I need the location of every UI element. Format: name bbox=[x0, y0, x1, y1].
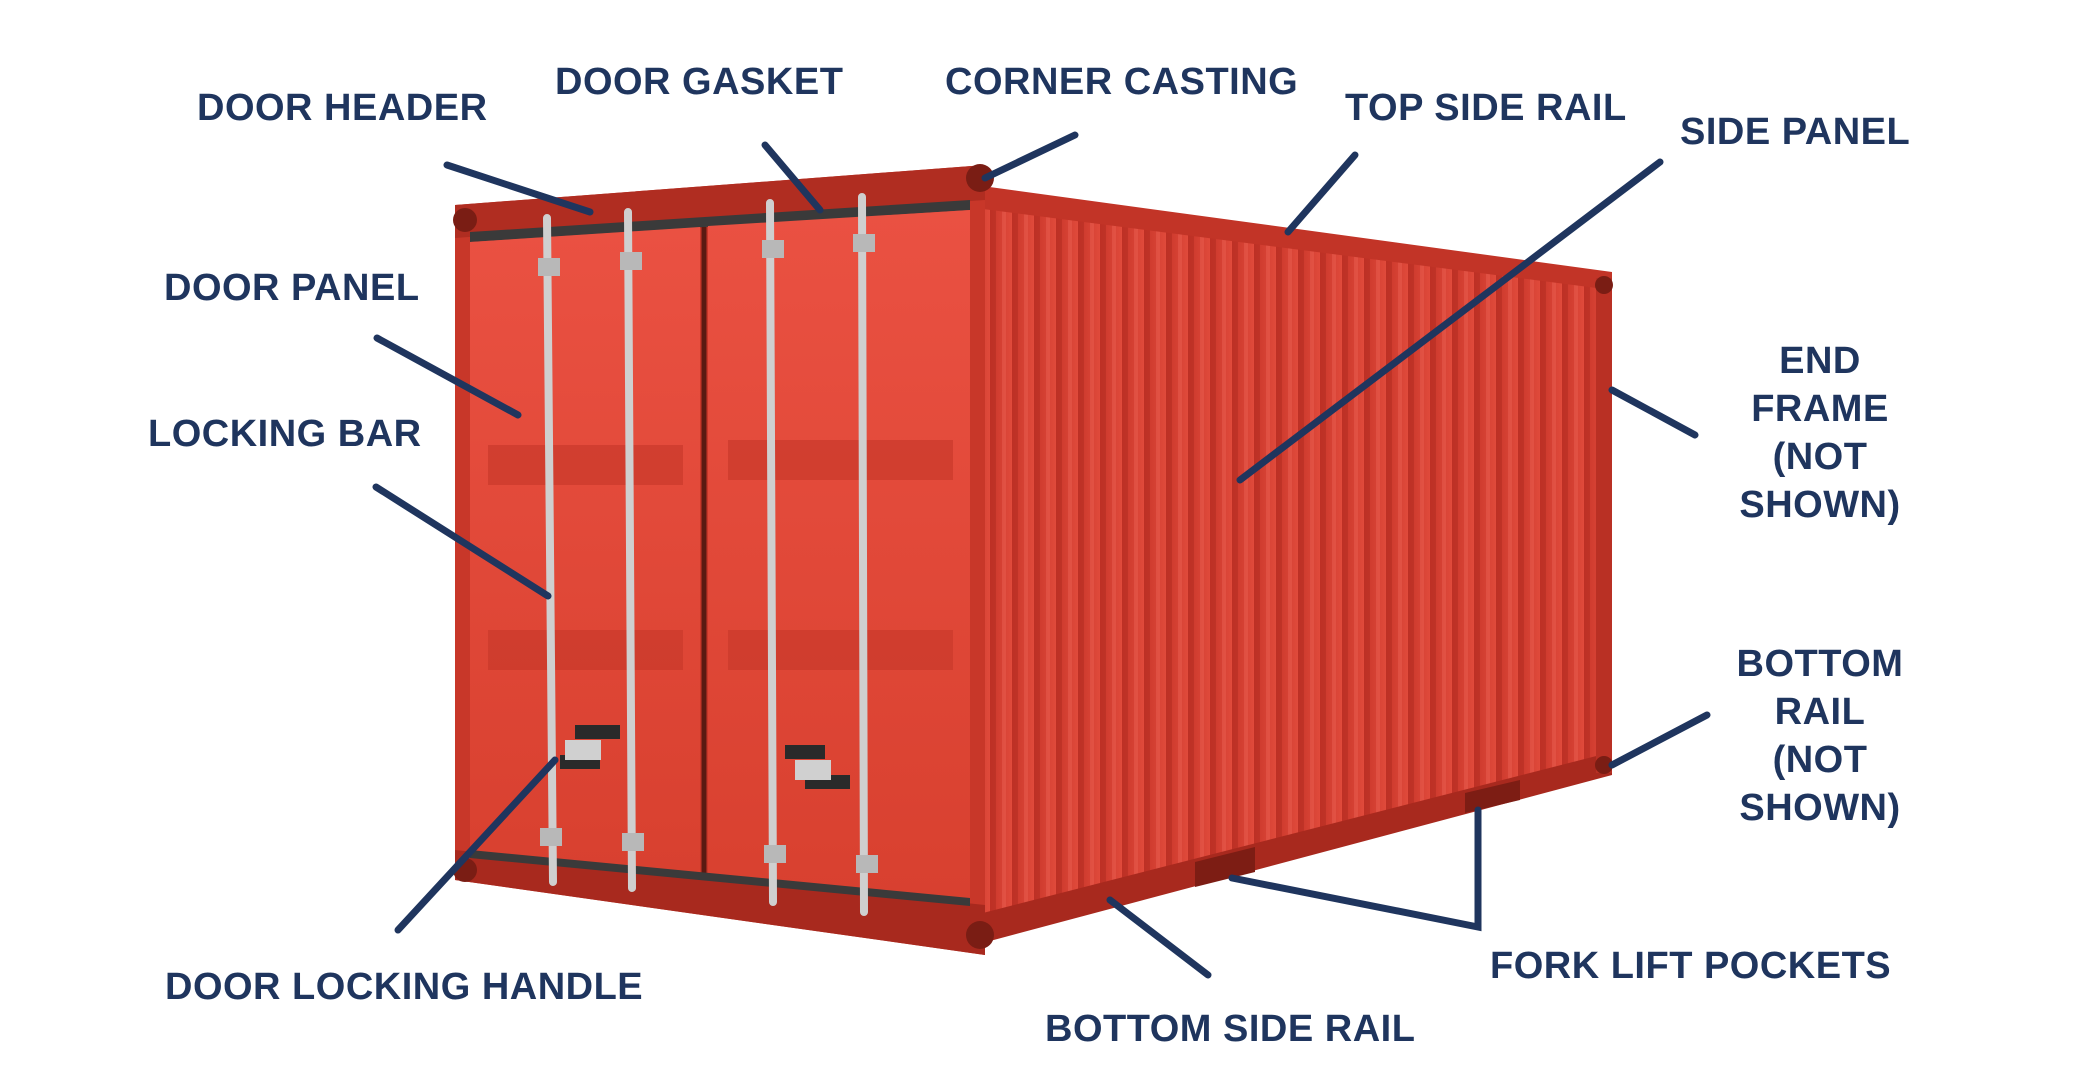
corner-casting-bottom-right bbox=[966, 921, 994, 949]
label-locking-bar: LOCKING BAR bbox=[148, 410, 422, 458]
right-door-emboss-lower bbox=[728, 630, 953, 670]
handle-bracket-left bbox=[565, 740, 601, 760]
label-bottom-rail-line-1: BOTTOM bbox=[1720, 640, 1920, 688]
right-door-emboss-upper bbox=[728, 440, 953, 480]
label-corner-casting: CORNER CASTING bbox=[945, 58, 1298, 106]
locking-bar-3 bbox=[770, 203, 773, 902]
label-fork-lift-pockets: FORK LIFT POCKETS bbox=[1490, 942, 1891, 990]
label-bottom-rail-line-3: (NOT bbox=[1720, 736, 1920, 784]
label-side-panel: SIDE PANEL bbox=[1680, 108, 1910, 156]
leader-bottom-side-rail bbox=[1110, 900, 1208, 975]
left-door-emboss-upper bbox=[488, 445, 683, 485]
locking-bar-4 bbox=[862, 197, 864, 912]
leader-corner-casting bbox=[985, 135, 1075, 178]
end-frame-post-shape bbox=[1596, 278, 1612, 773]
label-end-frame-line-2: FRAME bbox=[1720, 385, 1920, 433]
label-end-frame-line-1: END bbox=[1720, 337, 1920, 385]
label-door-gasket: DOOR GASKET bbox=[555, 58, 843, 106]
label-end-frame: END FRAME (NOT SHOWN) bbox=[1720, 337, 1920, 529]
leader-top-side-rail bbox=[1288, 155, 1355, 232]
left-door-emboss-lower bbox=[488, 630, 683, 670]
leader-bottom-rail bbox=[1612, 715, 1707, 765]
leader-end-frame bbox=[1612, 390, 1695, 435]
right-door-panel bbox=[708, 210, 970, 905]
end-corner-casting-top bbox=[1595, 276, 1613, 294]
handle-left-1 bbox=[575, 725, 620, 739]
label-top-side-rail: TOP SIDE RAIL bbox=[1345, 84, 1627, 132]
locking-bar-2 bbox=[628, 212, 632, 888]
container-side-wall bbox=[975, 185, 1613, 945]
label-door-locking-handle: DOOR LOCKING HANDLE bbox=[165, 963, 643, 1011]
label-bottom-rail-line-4: SHOWN) bbox=[1720, 784, 1920, 832]
container-door-end bbox=[453, 164, 994, 955]
label-bottom-rail-line-2: RAIL bbox=[1720, 688, 1920, 736]
label-bottom-rail: BOTTOM RAIL (NOT SHOWN) bbox=[1720, 640, 1920, 832]
handle-bracket-right bbox=[795, 760, 831, 780]
side-panel-shape bbox=[985, 200, 1608, 935]
corner-casting-top-left bbox=[453, 208, 477, 232]
left-door-panel bbox=[470, 227, 700, 878]
label-end-frame-line-3: (NOT bbox=[1720, 433, 1920, 481]
label-bottom-side-rail: BOTTOM SIDE RAIL bbox=[1045, 1005, 1415, 1053]
handle-right-1 bbox=[785, 745, 825, 759]
label-door-header: DOOR HEADER bbox=[197, 84, 488, 132]
label-end-frame-line-4: SHOWN) bbox=[1720, 481, 1920, 529]
label-door-panel: DOOR PANEL bbox=[164, 264, 420, 312]
